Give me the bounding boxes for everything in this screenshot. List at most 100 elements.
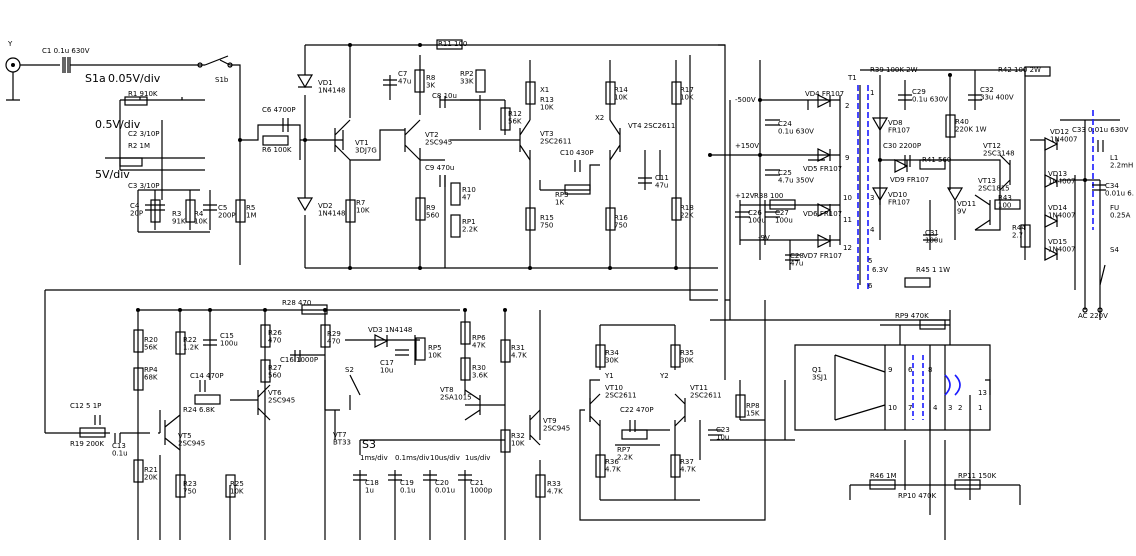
label-C1: C1 0.1u 630V: [42, 47, 90, 55]
label-R38: R38 100: [754, 192, 783, 200]
label-C2: C2 3/10P: [128, 130, 160, 138]
input-label: Y: [7, 40, 13, 48]
label-C12: C12 5 1P: [70, 402, 101, 410]
label-S1a: S1a: [85, 72, 106, 85]
label-R24: R24 6.8K: [183, 406, 215, 414]
component-labels: Y C1 0.1u 630V S1a 0.05V/div 0.5V/div 5V…: [7, 40, 1134, 500]
label-time-0: 1ms/div: [360, 454, 388, 462]
label-S1b: S1b: [215, 76, 229, 84]
label-range-0: 0.05V/div: [108, 72, 161, 85]
label-q10: 10: [888, 404, 897, 412]
label-q2: 2: [958, 404, 962, 412]
label-X1: X1: [540, 86, 549, 94]
label-pin3: 3: [870, 194, 874, 202]
label-C22: C22 470P: [620, 406, 654, 414]
label-pin10: 10: [843, 194, 852, 202]
label-pin11: 11: [843, 216, 852, 224]
label-VD3: VD3 1N4148: [368, 326, 412, 334]
junction-dots: [136, 43, 1087, 312]
label-VD4: VD4 FR107: [805, 90, 844, 98]
label-R39: R39 100K 2W: [870, 66, 918, 74]
component-glyphs: [62, 39, 1106, 498]
label-C6: C6 4700P: [262, 106, 296, 114]
label-R41: R41 560: [922, 156, 951, 164]
label-p150: +150V: [735, 142, 759, 150]
label-time-3: 1us/div: [465, 454, 490, 462]
label-pin6: 6: [868, 282, 873, 290]
label-C3: C3 3/10P: [128, 182, 160, 190]
label-range-1: 0.5V/div: [95, 118, 141, 131]
label-C8: C8 10u: [432, 92, 457, 100]
label-C10: C10 430P: [560, 149, 594, 157]
label-VD5: VD5 FR107: [803, 165, 842, 173]
label-S3: S3: [362, 438, 376, 451]
label-pin4: 4: [870, 226, 875, 234]
label-X2: X2: [595, 114, 604, 122]
label-pin5: 5: [868, 257, 872, 265]
label-R46: R46 1M: [870, 472, 897, 480]
label-ac: AC 220V: [1078, 312, 1108, 320]
label-range-2: 5V/div: [95, 168, 130, 181]
label-q9: 9: [888, 366, 892, 374]
label-Y1: Y1: [604, 372, 614, 380]
label-time-1: 0.1ms/div: [395, 454, 430, 462]
transformer-T1: [857, 85, 1094, 420]
label-q3: 3: [948, 404, 952, 412]
label-S2: S2: [345, 366, 354, 374]
label-q1: 1: [978, 404, 982, 412]
label-R19: R19 200K: [70, 440, 104, 448]
label-m9: -9V: [758, 234, 770, 242]
label-C33: C33 0.01u 630V: [1072, 126, 1129, 134]
label-time-2: 10us/div: [430, 454, 460, 462]
label-6v3: 6.3V: [872, 266, 888, 274]
label-p12: +12V: [735, 192, 755, 200]
